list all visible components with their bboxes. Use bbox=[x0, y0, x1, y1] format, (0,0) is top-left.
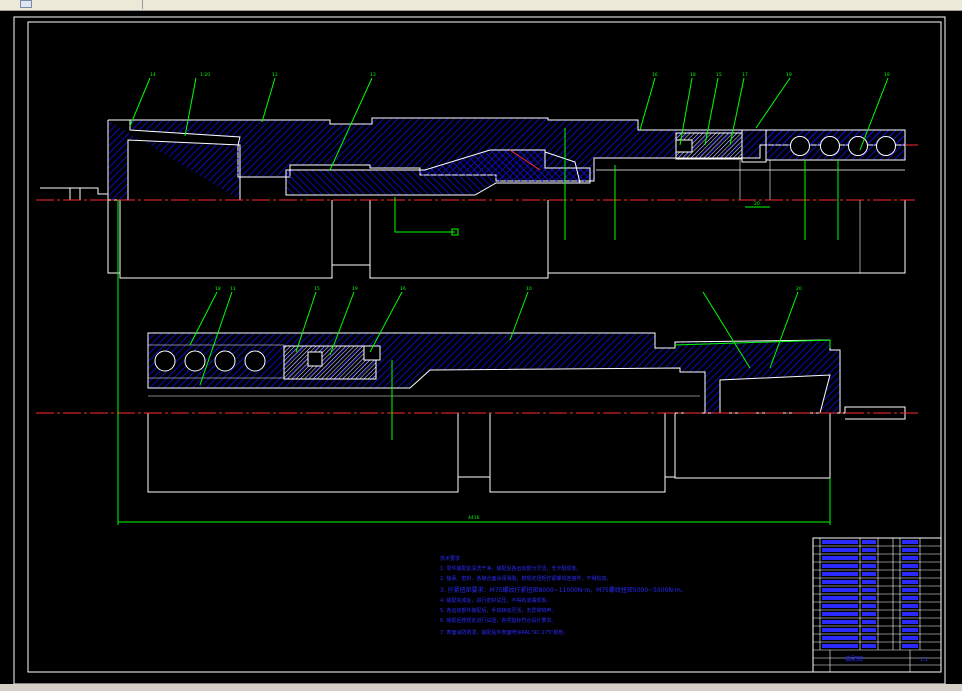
leader-lines-bottom bbox=[117, 200, 831, 525]
document-tab[interactable] bbox=[0, 0, 143, 9]
part-label-bottom-6: 10 bbox=[526, 286, 532, 292]
lower-assembly-section bbox=[36, 332, 920, 493]
part-label-bottom-5: 16 bbox=[400, 286, 406, 292]
note-line-1: 1. 零件装配前清洗干净，装配后各运动部分灵活，无卡阻现象。 bbox=[440, 565, 581, 572]
dim-small: 20 bbox=[754, 201, 760, 207]
part-label-bottom-3: 15 bbox=[314, 286, 320, 292]
status-bar bbox=[0, 684, 962, 691]
leader-lines-top bbox=[129, 77, 889, 240]
part-label-top-6: 15 bbox=[716, 72, 722, 78]
dim-total: 4416 bbox=[468, 515, 480, 521]
toolbar-strip bbox=[0, 0, 962, 11]
part-label-top-8: 19 bbox=[786, 72, 792, 78]
note-line-2: 2. 轴承、密封、各接合面涂润滑脂，按规定扭矩拧紧螺纹连接件，不得松动。 bbox=[440, 575, 611, 582]
part-label-top-9: 19 bbox=[884, 72, 890, 78]
part-label-top-7: 17 bbox=[742, 72, 748, 78]
part-label-bottom-4: 19 bbox=[352, 286, 358, 292]
drawing-scale: 1:1 bbox=[920, 657, 928, 663]
part-label-bottom-2: 11 bbox=[230, 286, 236, 292]
cad-drawing-canvas[interactable]: 14 12 13 16 18 15 17 19 19 1:20 20 bbox=[0, 11, 962, 691]
part-label-top-2: 12 bbox=[272, 72, 278, 78]
inner-frame bbox=[27, 21, 942, 673]
taper-note-top: 1:20 bbox=[200, 72, 210, 78]
part-label-top-1: 14 bbox=[150, 72, 156, 78]
drawing-title: 装配图 bbox=[845, 655, 863, 663]
document-icon[interactable] bbox=[20, 0, 32, 8]
note-line-5: 5. 各运动部件装配后，手动转动灵活，无异常响声。 bbox=[440, 607, 556, 614]
note-line-6: 6. 装配后按规定进行试验，各项指标符合设计要求。 bbox=[440, 617, 556, 624]
part-label-bottom-7: 20 bbox=[796, 286, 802, 292]
upper-assembly-section bbox=[36, 117, 918, 279]
note-line-3: 3. 拧紧扭矩要求：M75螺纹拧紧扭矩8000~11000N·m，M75螺纹扭矩… bbox=[440, 586, 687, 594]
part-label-top-3: 13 bbox=[370, 72, 376, 78]
part-label-bottom-1: 18 bbox=[215, 286, 221, 292]
notes-title: 技术要求 bbox=[440, 555, 460, 562]
part-label-top-5: 18 bbox=[690, 72, 696, 78]
title-block: 装配图 1:1 bbox=[812, 537, 942, 673]
note-line-4: 4. 装配完成后，进行密封试压，不得有渗漏现象。 bbox=[440, 597, 551, 604]
technical-notes: 技术要求 1. 零件装配前清洗干净，装配后各运动部分灵活，无卡阻现象。 2. 轴… bbox=[440, 555, 687, 636]
note-line-7: 7. 表面涂防锈漆，装配后外表面喷涂RAL"9C-175"颜色。 bbox=[440, 629, 568, 636]
part-label-top-4: 16 bbox=[652, 72, 658, 78]
